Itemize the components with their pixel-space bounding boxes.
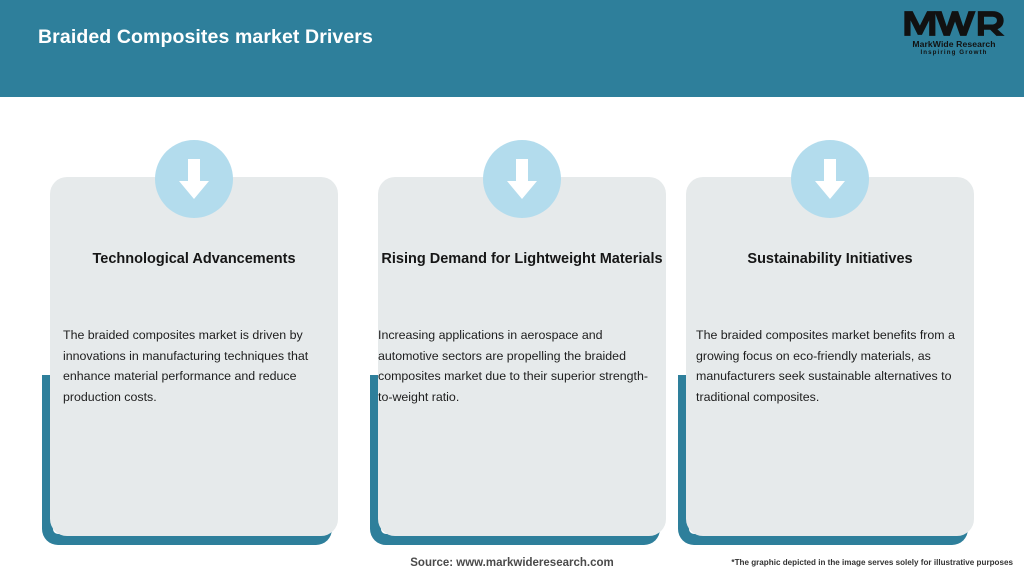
card-body-text: The braided composites market benefits f…: [696, 328, 955, 404]
page-title: Braided Composites market Drivers: [38, 26, 373, 48]
arrow-down-icon: [155, 140, 233, 218]
page-header: Braided Composites market Drivers MarkWi…: [0, 0, 1024, 97]
card-title: Technological Advancements: [92, 251, 296, 267]
driver-card-2[interactable]: Rising Demand for Lightweight Materials …: [328, 97, 686, 576]
card-title: Rising Demand for Lightweight Materials: [381, 251, 663, 267]
logo-tagline: Inspiring Growth: [920, 49, 988, 56]
source-label: Source: www.markwideresearch.com: [410, 557, 614, 569]
company-logo: MarkWide Research Inspiring Growth: [902, 8, 1006, 64]
card-panel: [686, 177, 974, 536]
card-body-text: The braided composites market is driven …: [63, 328, 309, 404]
card-panel: [50, 177, 338, 536]
card-title: Sustainability Initiatives: [747, 251, 913, 267]
disclaimer-label: *The graphic depicted in the image serve…: [731, 558, 1013, 567]
driver-card-3[interactable]: Sustainability Initiatives The braided c…: [636, 97, 994, 576]
mwr-logo-icon: [904, 11, 1005, 36]
driver-card-1[interactable]: Technological Advancements The braided c…: [0, 97, 358, 576]
card-panel: [378, 177, 666, 536]
arrow-down-icon: [791, 140, 869, 218]
arrow-down-icon: [483, 140, 561, 218]
card-body-text: Increasing applications in aerospace and…: [378, 328, 648, 404]
logo-company-name: MarkWide Research: [912, 39, 996, 49]
cards-stage: Technological Advancements The braided c…: [0, 97, 1024, 576]
